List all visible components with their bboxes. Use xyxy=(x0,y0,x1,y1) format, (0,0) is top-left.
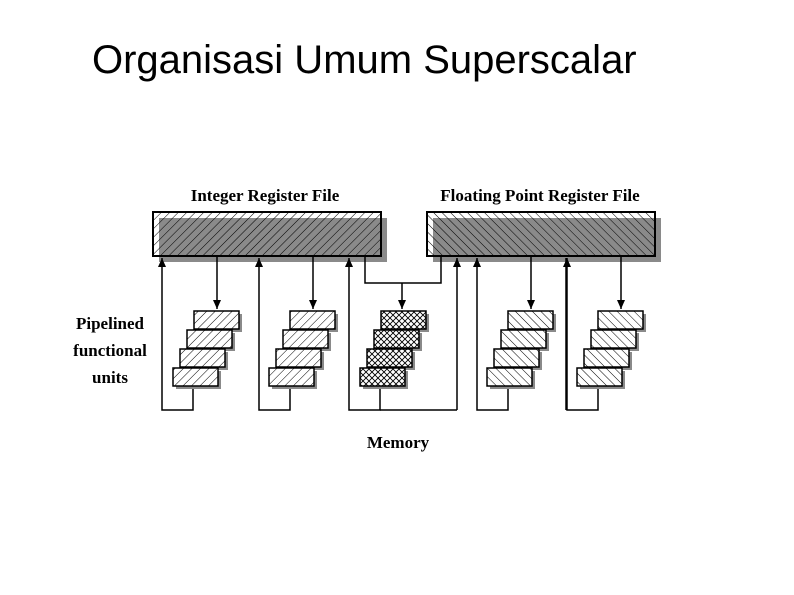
pipeline-stage xyxy=(576,367,623,387)
pipeline-stage xyxy=(366,348,413,368)
functional-unit-stack xyxy=(268,310,338,389)
pipeline-stage xyxy=(289,310,336,330)
shared-input-bridge xyxy=(364,257,442,284)
connection-lines xyxy=(158,257,625,411)
pipeline-stage xyxy=(172,367,219,387)
pipeline-stage xyxy=(583,348,630,368)
pipeline-stage xyxy=(282,329,329,349)
pipelined-units-label-line-3: units xyxy=(92,368,128,387)
slide-title: Organisasi Umum Superscalar xyxy=(92,38,637,82)
output-feedback-arrow xyxy=(255,258,291,411)
functional-unit-stack xyxy=(576,310,646,389)
pipeline-stage xyxy=(186,329,233,349)
output-feedback-arrow xyxy=(158,258,194,411)
output-feedback-arrow xyxy=(563,258,599,411)
pipeline-stage xyxy=(359,367,406,387)
output-feedback-arrow xyxy=(345,258,381,411)
output-feedback-arrow xyxy=(473,258,509,411)
pipelined-units-label-line-2: functional xyxy=(73,341,147,360)
pipeline-stage xyxy=(507,310,554,330)
pipeline-stage xyxy=(380,310,427,330)
integer-register-file-label: Integer Register File xyxy=(191,186,340,205)
pipeline-stage xyxy=(179,348,226,368)
functional-unit-stack xyxy=(172,310,242,389)
functional-units xyxy=(172,310,646,389)
pipelined-units-label-line-1: Pipelined xyxy=(76,314,145,333)
floating-register-file-label: Floating Point Register File xyxy=(440,186,640,205)
pipeline-stage xyxy=(500,329,547,349)
pipeline-stage xyxy=(493,348,540,368)
functional-unit-stack xyxy=(486,310,556,389)
memory-label: Memory xyxy=(367,433,430,452)
functional-unit-stack xyxy=(359,310,429,389)
pipeline-stage xyxy=(590,329,637,349)
pipeline-stage xyxy=(373,329,420,349)
pipeline-stage xyxy=(268,367,315,387)
pipeline-stage xyxy=(275,348,322,368)
floating-register-file xyxy=(426,211,656,257)
integer-register-file xyxy=(152,211,382,257)
pipeline-stage xyxy=(597,310,644,330)
pipeline-stage xyxy=(193,310,240,330)
pipeline-stage xyxy=(486,367,533,387)
